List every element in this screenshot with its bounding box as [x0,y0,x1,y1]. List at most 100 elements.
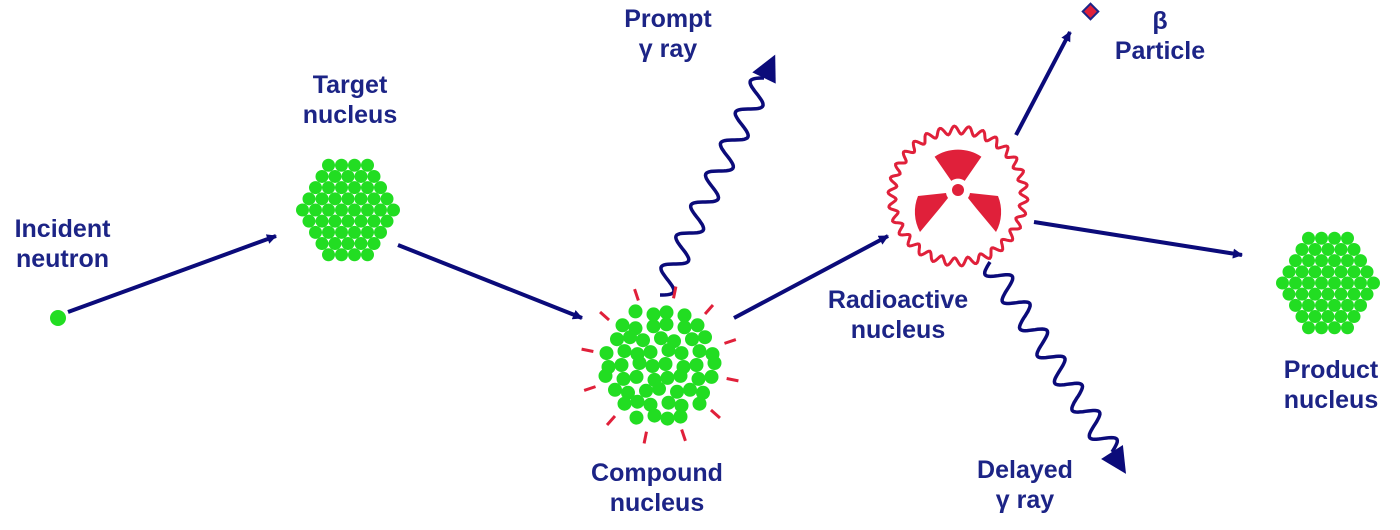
excitation-tick [726,377,739,383]
trefoil-blade-left [914,193,948,232]
nucleon [692,344,707,359]
nucleon [616,371,631,386]
nucleon [367,192,381,206]
nucleon [1276,276,1289,290]
nucleon [677,308,692,323]
nucleon [1360,287,1374,301]
nucleon [296,203,309,217]
nucleon [328,169,342,183]
nucleon [1328,321,1341,335]
nucleon [1289,276,1302,290]
beta-particle-dot-icon [1081,2,1100,21]
nucleon [1302,276,1315,290]
nucleon [1354,298,1367,312]
nucleon [1308,265,1322,279]
excited-nucleus-icon [581,286,739,444]
nucleon [322,203,335,217]
nucleon [1341,321,1354,335]
nucleon [341,237,355,251]
excitation-tick [642,431,648,444]
nucleon [361,203,374,217]
excitation-tick [672,286,678,299]
nucleon [309,203,322,217]
nucleon [315,237,329,251]
nucleon [1315,231,1328,245]
nucleon [1302,321,1315,335]
nucleon [658,357,673,371]
nucleon [636,333,650,348]
neutron-dot-icon [50,310,66,326]
nucleon [610,332,624,347]
nucleon [367,237,381,251]
nucleon [328,192,342,206]
delayed-gamma-ray-wave [982,261,1120,453]
nucleon [1321,310,1335,324]
nucleon [646,307,661,322]
nucleon [1295,310,1309,324]
nucleon [1334,242,1348,256]
nucleon [1295,265,1309,279]
nucleon [1321,287,1335,301]
nucleon [1302,254,1315,268]
delayed-gamma-ray-label: Delayed γ ray [977,456,1073,514]
delayed-gamma-ray-arrowhead [1101,445,1126,474]
nucleon [617,396,632,411]
nucleon [632,356,647,370]
nucleon [1315,276,1328,290]
nucleon [696,385,710,400]
nucleon [647,408,662,423]
nucleon [683,382,697,397]
trefoil-blade-top [934,149,982,181]
nucleon [691,371,706,386]
prompt-gamma-ray-arrowhead [752,54,776,84]
nucleon [328,214,342,228]
trefoil-blade-right [968,193,1002,232]
nucleon [654,331,668,346]
nucleon [659,305,674,320]
arrow-radioactive-to-product [1033,220,1243,259]
radiation-trefoil-icon [886,124,1030,268]
nucleon [315,214,329,228]
nucleon [1282,287,1296,301]
nucleon [302,192,316,206]
nucleon [670,384,684,399]
nucleon [629,369,644,384]
nucleon [1289,254,1302,268]
nucleon [335,158,348,172]
nucleon [335,225,348,239]
nucleon [704,369,719,384]
nucleon [1295,242,1309,256]
nucleon [621,385,635,400]
nucleon [1334,265,1348,279]
nucleon [302,214,316,228]
nucleon [1328,231,1341,245]
nucleon [1334,310,1348,324]
nucleon [309,225,322,239]
nucleon [1289,298,1302,312]
nucleon [698,330,712,345]
nucleon [1354,276,1367,290]
nucleon [628,304,643,319]
nucleon [1315,254,1328,268]
nucleon [1295,287,1309,301]
nucleon [335,248,348,262]
nucleon [1315,298,1328,312]
nucleon [1360,265,1374,279]
nucleon [328,237,342,251]
nucleon [630,394,645,409]
nucleon [661,395,676,410]
nucleon [673,368,688,383]
nucleon [661,343,676,358]
nucleon [374,203,387,217]
nucleon [322,248,335,262]
incident-neutron-label: Incident neutron [14,215,111,273]
nucleon [629,410,644,425]
nucleon [348,181,361,195]
nucleon [1354,254,1367,268]
nucleon [674,346,689,361]
nucleon [617,344,632,359]
nucleon [1302,231,1315,245]
nucleon [1302,298,1315,312]
